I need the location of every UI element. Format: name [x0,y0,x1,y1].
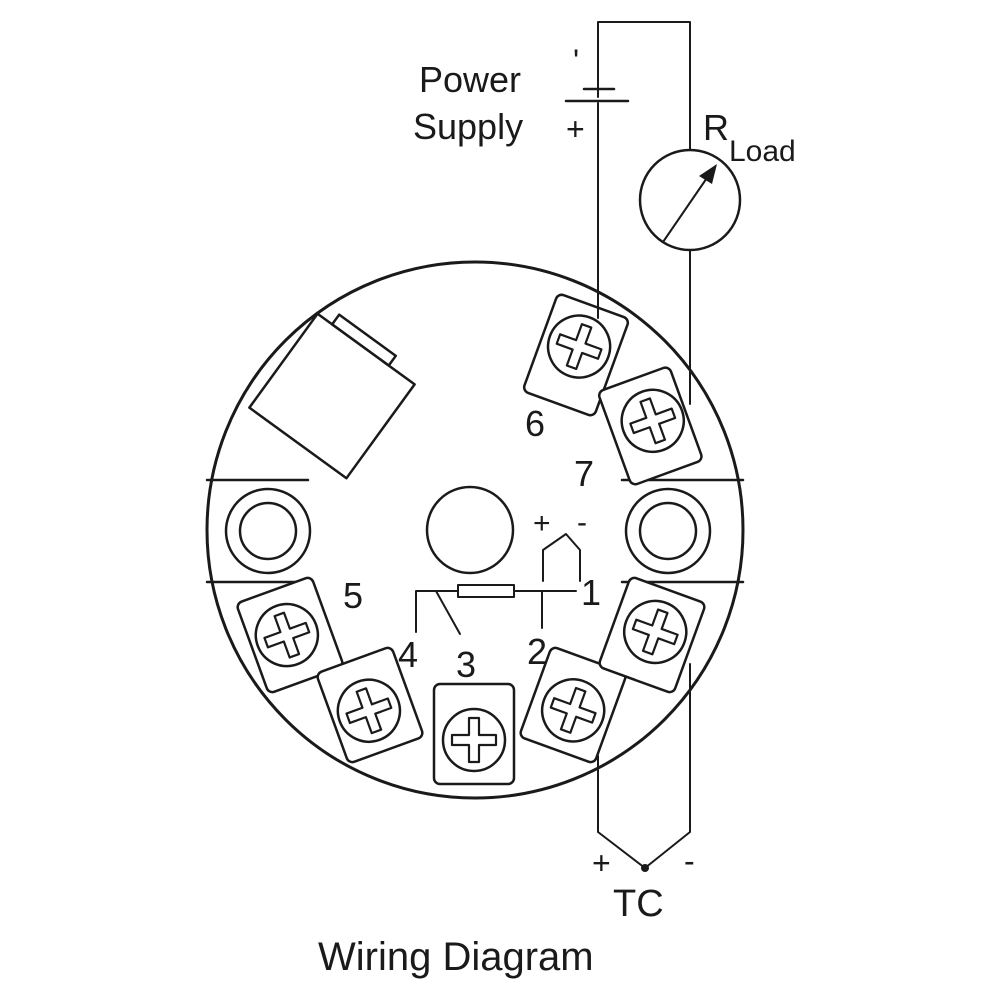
supply-positive-mark: + [566,111,585,147]
terminal-4 [316,646,424,764]
terminal-3-label: 3 [456,644,476,685]
tc-label: TC [613,883,664,925]
terminal-6 [522,293,630,417]
power-label: Power [419,59,521,100]
mounting-hole-right [624,487,712,575]
terminal-5 [236,576,344,694]
terminal-6-label: 6 [525,403,545,444]
terminal-5-label: 5 [343,575,363,616]
center-hole [425,485,515,575]
housing-circle [205,260,745,800]
terminal-7-label: 7 [574,453,594,494]
mounting-hole-left [224,487,312,575]
internal-wiring [415,533,581,635]
terminal-4-label: 4 [398,634,418,675]
terminal-3 [432,682,516,786]
terminal-1 [598,576,706,694]
supply-label: Supply [413,106,523,147]
terminal-7 [597,366,703,486]
supply-negative-mark: ' [573,43,579,79]
load-meter [638,148,742,252]
transmitter-head [205,260,745,800]
sensor-minus-label: - [577,506,587,539]
caption: Wiring Diagram [318,935,594,979]
tc-junction [641,864,649,872]
rload-label: RLoad [703,107,796,168]
wire-tc-positive [597,755,646,869]
tc-plus-label: + [592,845,611,881]
terminal-2-label: 2 [527,631,547,672]
resistor [457,584,515,598]
external-wiring [597,21,691,872]
wire-tc-negative [644,663,691,869]
module-block [248,312,416,480]
tc-minus-label: - [684,843,695,879]
wire-supply-to-6 [597,21,691,151]
terminal-1-label: 1 [581,572,601,613]
sensor-plus-label: + [533,507,551,540]
power-supply-symbol [564,87,630,103]
terminal-2 [519,646,627,764]
